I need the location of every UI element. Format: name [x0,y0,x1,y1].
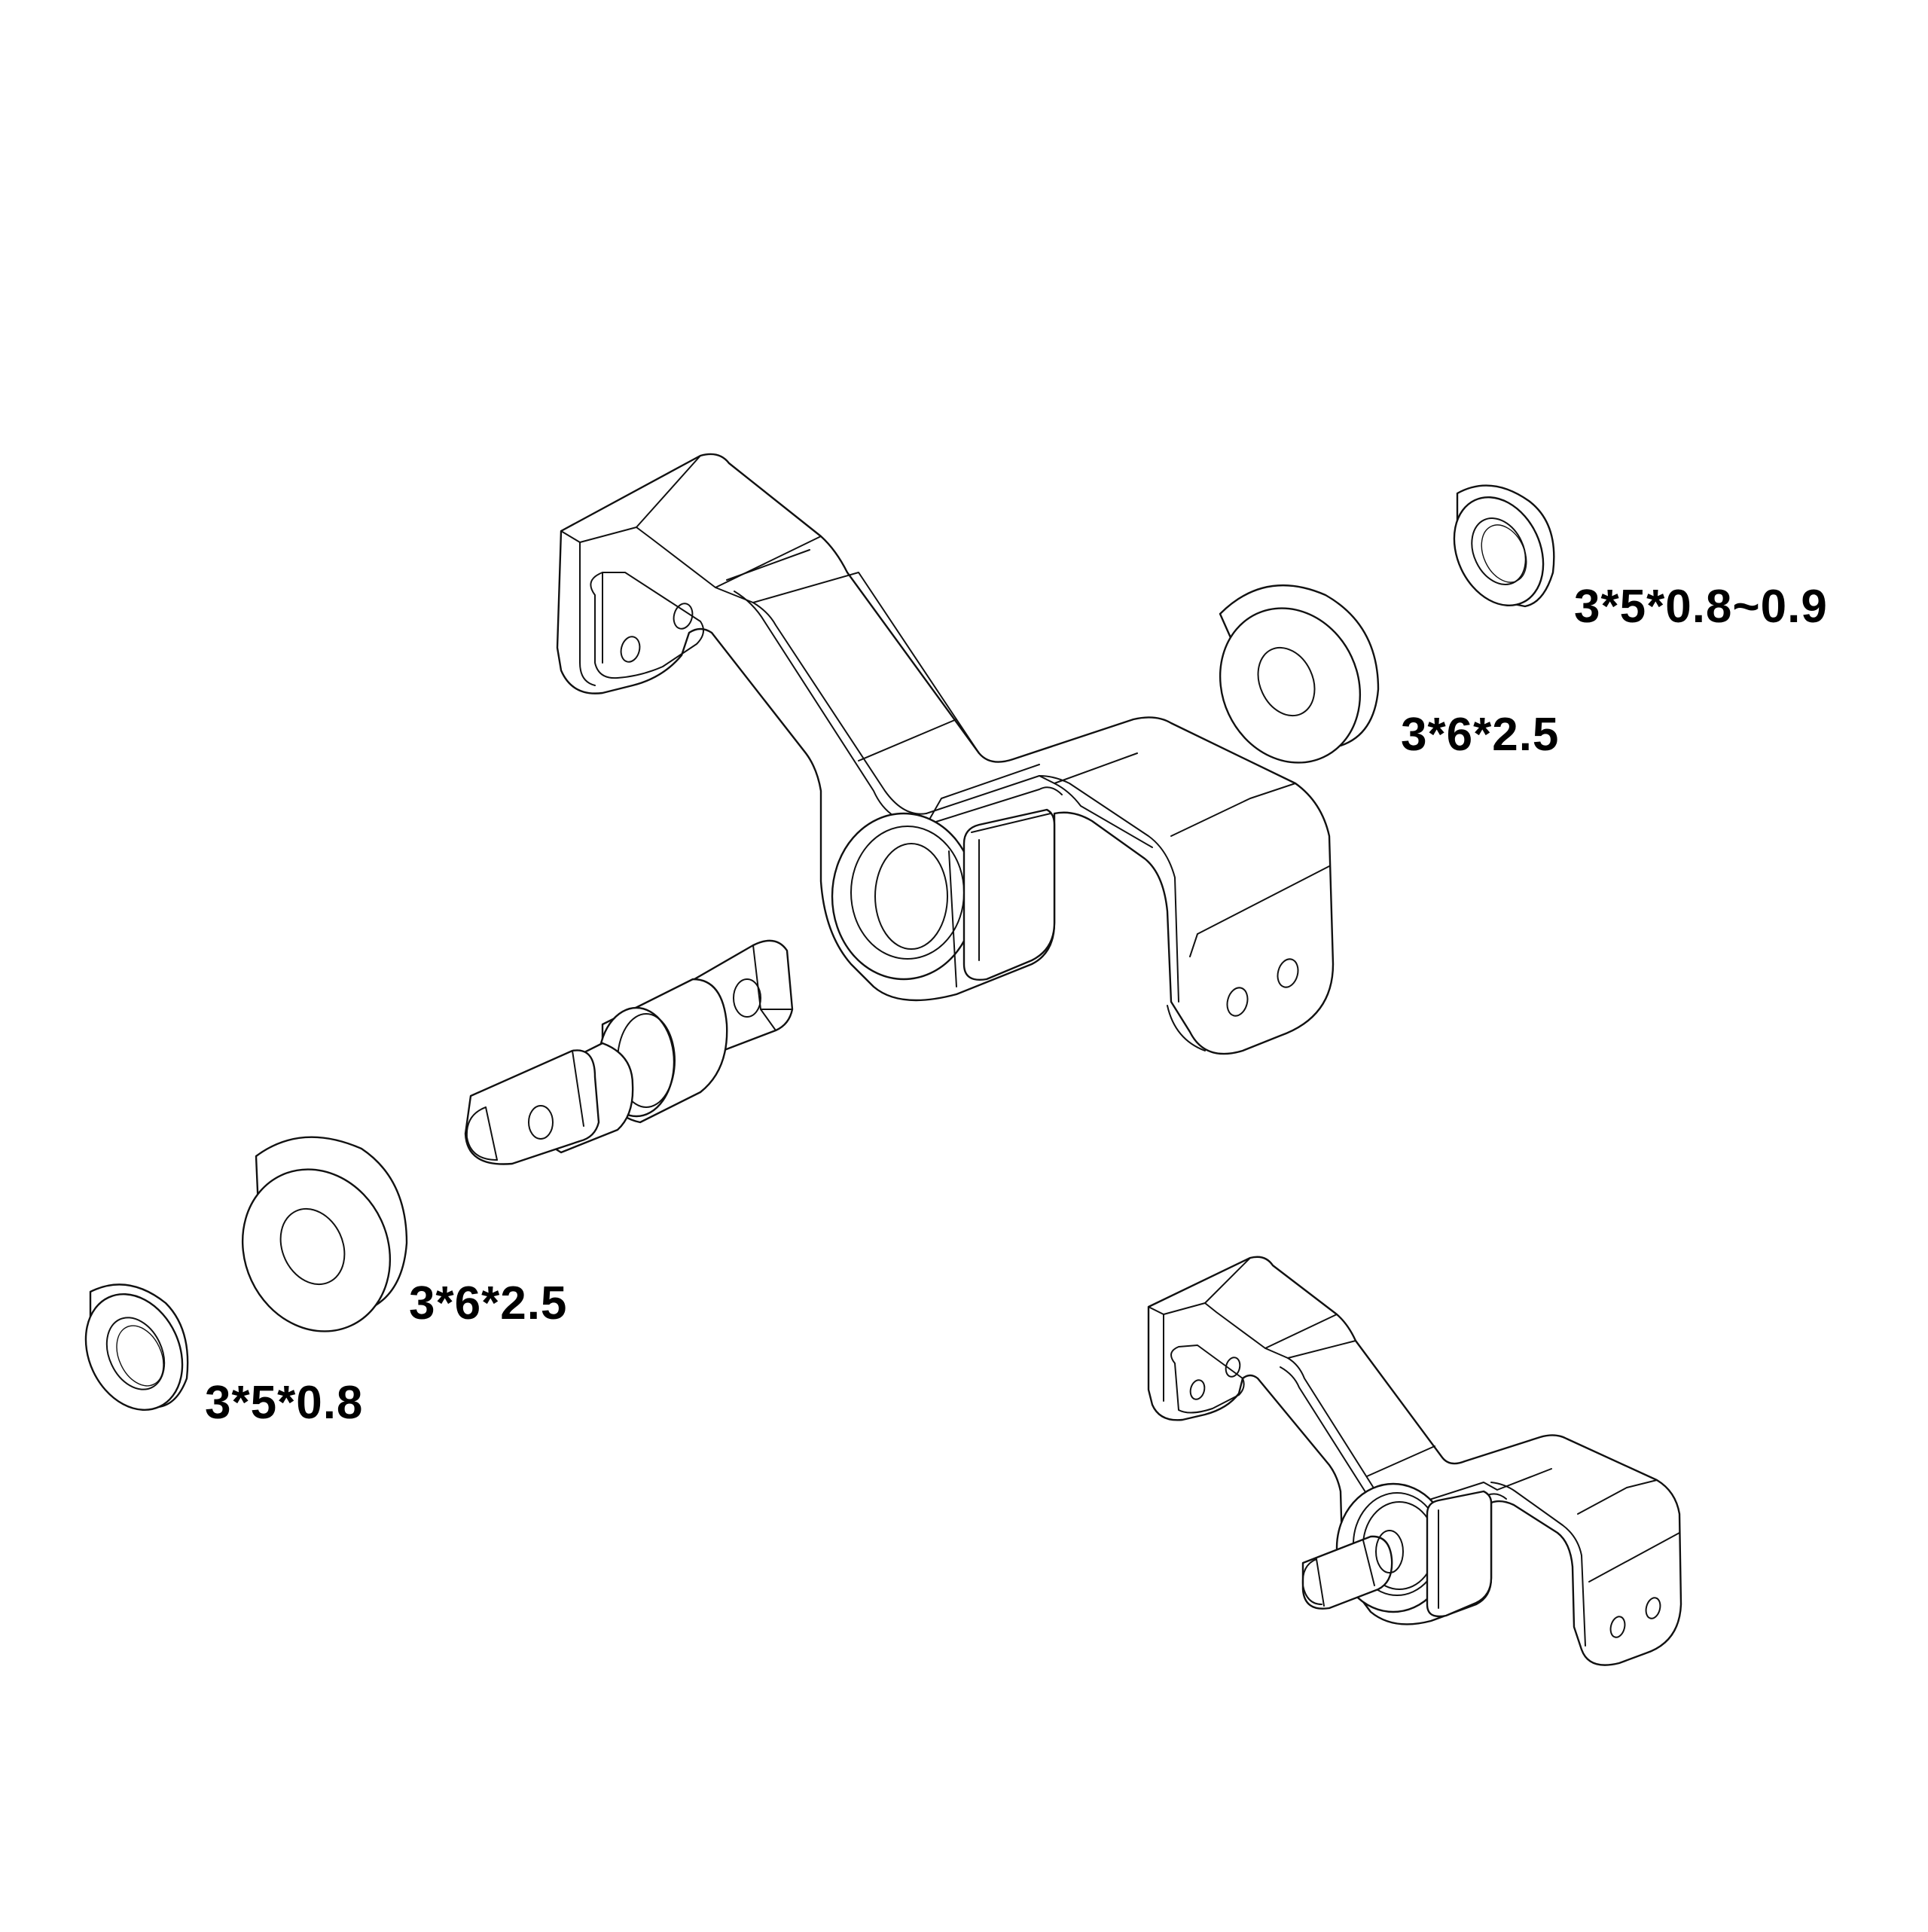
bearing-left-size-label: 3*6*2.5 [409,1277,568,1329]
steering-arm-assembled [1147,1256,1682,1666]
bearing-right-size-label: 3*6*2.5 [1401,709,1560,761]
shim-right-size-label: 3*5*0.8~0.9 [1574,581,1828,633]
bearing-right [1219,584,1380,764]
steering-arm-main [556,453,1335,1055]
shim-left-size-label: 3*5*0.8 [205,1377,364,1429]
pivot-shaft [464,939,794,1165]
shim-right [1453,484,1555,608]
bearing-left [241,1136,408,1332]
shim-left [84,1283,189,1412]
